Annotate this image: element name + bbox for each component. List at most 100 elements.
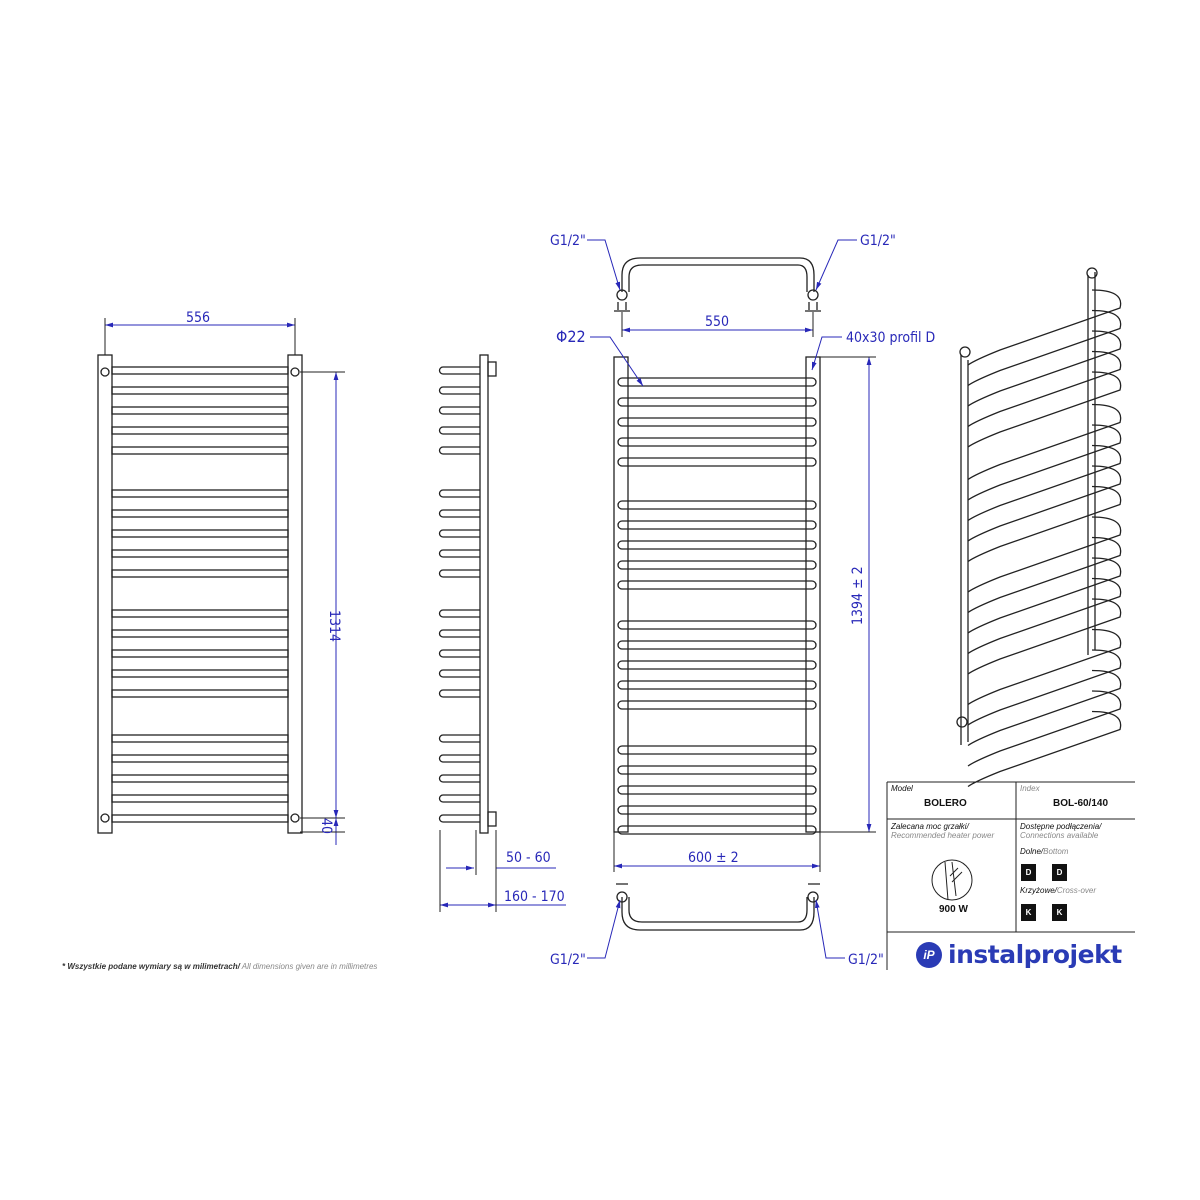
iso-bar <box>967 710 1122 788</box>
iso-bar <box>967 690 1122 767</box>
front-bar <box>111 446 289 455</box>
side-bar <box>438 489 480 498</box>
iso-bar <box>967 424 1122 501</box>
side-bar <box>438 549 480 558</box>
main-bar <box>617 785 817 795</box>
iso-bar <box>967 465 1122 542</box>
main-view <box>613 257 821 931</box>
dim-total-width: 600 ± 2 <box>688 850 739 866</box>
side-bar <box>438 754 480 763</box>
dim-front-width: 556 <box>186 310 210 326</box>
model-label: Model <box>891 784 913 793</box>
front-bar <box>111 569 289 578</box>
dim-depth-2: 160 - 170 <box>504 889 565 905</box>
iso-bar <box>967 350 1122 428</box>
main-bar <box>617 540 817 550</box>
main-bar <box>617 680 817 690</box>
iso-bar <box>967 309 1122 387</box>
side-bar <box>438 386 480 395</box>
side-bar <box>438 609 480 618</box>
model-value: BOLERO <box>924 798 967 809</box>
iso-bar <box>967 289 1122 366</box>
side-bar <box>438 569 480 578</box>
front-view <box>97 354 303 834</box>
side-bar <box>438 446 480 455</box>
main-bar <box>617 580 817 590</box>
iso-bar <box>967 598 1122 675</box>
label-tube-diameter: Φ22 <box>556 327 586 346</box>
dim-bottom-offset: 40 <box>318 818 334 834</box>
iso-bar <box>967 403 1122 481</box>
footnote: * Wszystkie podane wymiary są w milimetr… <box>62 962 407 971</box>
bottom-connection-label: Dolne/Bottom <box>1020 847 1068 856</box>
side-bar <box>438 629 480 638</box>
index-value: BOL-60/140 <box>1053 798 1109 809</box>
iso-bar <box>967 516 1122 593</box>
dim-axis-spacing: 550 <box>705 314 729 330</box>
brand-name: instalprojekt <box>948 940 1122 969</box>
side-bar <box>438 649 480 658</box>
label-profile: 40x30 profil D <box>846 330 935 346</box>
power-value: 900 W <box>939 904 968 915</box>
front-bar <box>111 734 289 743</box>
front-bar <box>111 814 289 823</box>
cross-connection-label: Krzyżowe/Cross-over <box>1020 886 1096 895</box>
index-label: Index <box>1020 784 1040 793</box>
iso-bar <box>967 649 1122 726</box>
front-bar <box>111 366 289 375</box>
main-bar <box>617 640 817 650</box>
side-bar <box>438 734 480 743</box>
side-bar <box>438 669 480 678</box>
front-bar <box>111 386 289 395</box>
cross-label-pl: Krzyżowe/ <box>1020 886 1057 895</box>
main-bar <box>617 377 817 387</box>
iso-bar <box>967 577 1122 655</box>
dim-depth-1: 50 - 60 <box>506 850 551 866</box>
main-bar <box>617 765 817 775</box>
main-bar <box>617 520 817 530</box>
connection-badge-d1: D <box>1021 864 1036 881</box>
footnote-en: All dimensions given are in millimetres <box>239 962 378 971</box>
connection-badge-k2: K <box>1052 904 1067 921</box>
iso-bar <box>967 557 1122 634</box>
connection-badge-d2: D <box>1052 864 1067 881</box>
power-label-pl: Zalecana moc grzałki/ <box>891 822 969 831</box>
front-bar <box>111 649 289 658</box>
front-bar <box>111 629 289 638</box>
connection-badge-k1: K <box>1021 904 1036 921</box>
brand-mark-icon: iP <box>916 941 942 968</box>
side-bar <box>438 529 480 538</box>
front-bar <box>111 529 289 538</box>
iso-bar <box>967 669 1122 747</box>
main-bar <box>617 805 817 815</box>
side-bar <box>438 814 480 823</box>
dim-total-height: 1394 ± 2 <box>850 566 866 625</box>
iso-bar <box>967 536 1122 614</box>
brand-logo: iP instalprojekt <box>916 940 1122 969</box>
iso-bar <box>967 330 1122 407</box>
front-bar <box>111 509 289 518</box>
front-bar <box>111 406 289 415</box>
main-bar <box>617 825 817 835</box>
side-bar <box>438 426 480 435</box>
side-bar <box>438 366 480 375</box>
front-bar <box>111 489 289 498</box>
side-bar <box>438 509 480 518</box>
footnote-pl: * Wszystkie podane wymiary są w milimetr… <box>62 962 240 971</box>
front-bar <box>111 774 289 783</box>
front-bar <box>111 426 289 435</box>
bottom-label-pl: Dolne/ <box>1020 847 1044 856</box>
main-bar <box>617 745 817 755</box>
front-bar <box>111 549 289 558</box>
main-bar <box>617 620 817 630</box>
front-bar <box>111 794 289 803</box>
bottom-label-en: Bottom <box>1043 847 1069 856</box>
cross-label-en: Cross-over <box>1056 886 1097 895</box>
label-connection-bottom-right: G1/2" <box>848 952 884 968</box>
main-bar <box>617 500 817 510</box>
dimension-lines <box>104 239 876 959</box>
front-bar <box>111 689 289 698</box>
side-bar <box>438 689 480 698</box>
